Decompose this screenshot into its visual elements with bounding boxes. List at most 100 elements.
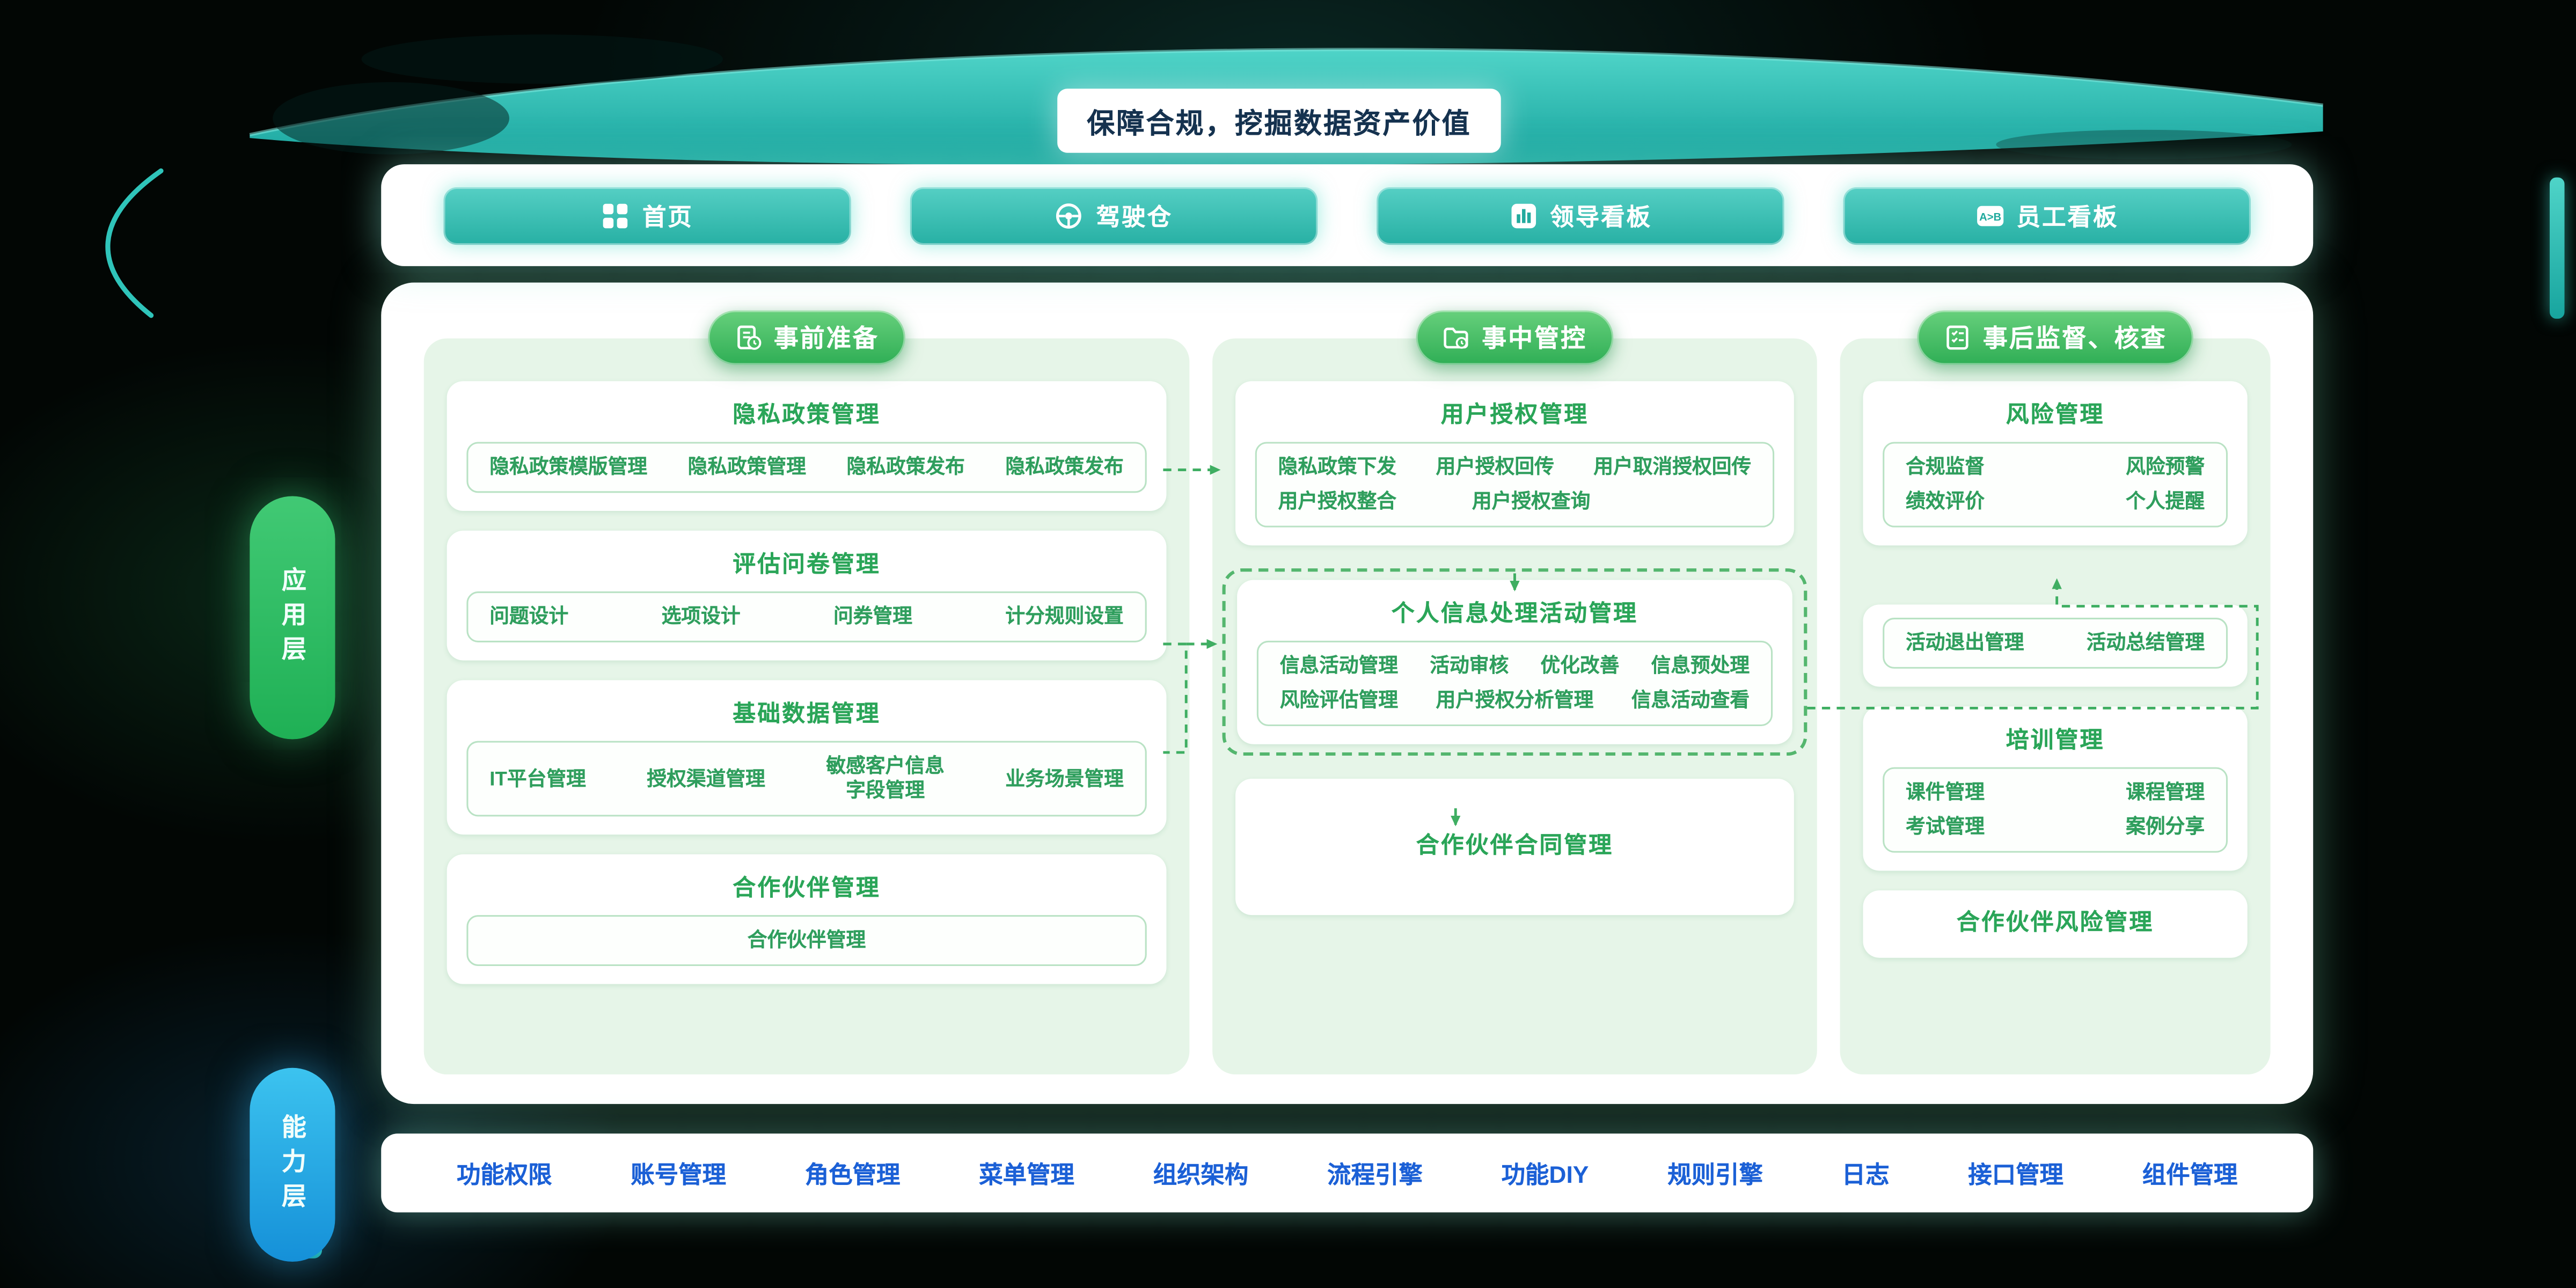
doc-clock-icon: [734, 324, 762, 352]
feature-item: 绩效评价: [1906, 489, 1985, 513]
item-row: 考试管理 案例分享: [1906, 815, 2205, 839]
card-title: 评估问卷管理: [733, 550, 881, 577]
card-title: 个人信息处理活动管理: [1391, 599, 1638, 626]
nav-button-2[interactable]: 驾驶仓: [910, 186, 1318, 244]
card: 个人信息处理活动管理信息活动管理活动审核优化改善信息预处理风险评估管理用户授权分…: [1237, 580, 1792, 744]
feature-item: 隐私政策发布: [1005, 455, 1124, 478]
feature-item: 案例分享: [2126, 815, 2205, 838]
feature-item: 活动退出管理: [1906, 631, 2024, 654]
nav-button-label: 领导看板: [1550, 204, 1652, 231]
application-layer-badge: 应用层: [250, 496, 335, 740]
feature-item: 用户取消授权回传: [1593, 455, 1752, 478]
column-header-post: 事后监督、核查: [1917, 310, 2193, 365]
feature-item: 优化改善: [1540, 654, 1620, 677]
feature-item: 合作伙伴管理: [747, 928, 866, 952]
footer-item[interactable]: 日志: [1841, 1162, 1890, 1189]
item-row: 信息活动管理活动审核优化改善信息预处理: [1280, 654, 1750, 678]
card-title: 风险管理: [2006, 400, 2105, 427]
feature-item: 信息活动查看: [1631, 688, 1750, 712]
card-title: 培训管理: [2006, 726, 2105, 753]
item-row: 问题设计 选项设计 问券管理 计分规则设置: [489, 605, 1124, 630]
steering-wheel-icon: [1055, 201, 1083, 229]
feature-item: 活动审核: [1430, 654, 1509, 677]
feature-item: 风险预警: [2126, 455, 2205, 478]
card-title: 用户授权管理: [1440, 400, 1589, 427]
item-row: 课件管理课程管理: [1906, 780, 2205, 805]
card-item-box: 活动退出管理活动总结管理: [1883, 618, 2228, 669]
card-item-box: IT平台管理授权渠道管理敏感客户信息 字段管理业务场景管理: [466, 741, 1147, 817]
ab-compare-icon: A>B: [1975, 201, 2003, 229]
footer-item[interactable]: 规则引擎: [1667, 1162, 1763, 1189]
feature-item: 个人提醒: [2126, 489, 2205, 513]
footer-item[interactable]: 角色管理: [804, 1162, 901, 1189]
footer-item[interactable]: 流程引擎: [1327, 1162, 1423, 1189]
footer-item[interactable]: 接口管理: [1968, 1162, 2063, 1189]
card: 培训管理课件管理课程管理考试管理 案例分享: [1863, 706, 2248, 871]
feature-item: 选项设计: [661, 604, 741, 628]
feature-item: 隐私政策模版管理: [489, 455, 648, 478]
capability-layer-badge: 能力层: [250, 1067, 335, 1262]
nav-button-1[interactable]: 首页: [443, 186, 851, 244]
column-header-label: 事后监督、核查: [1982, 325, 2167, 354]
checklist-icon: [1943, 324, 1971, 352]
feature-item: 合规监督: [1906, 455, 1985, 478]
card: 评估问卷管理问题设计 选项设计 问券管理 计分规则设置: [447, 530, 1167, 661]
column-header-pre: 事前准备: [708, 310, 905, 365]
column-header-during: 事中管控: [1416, 310, 1614, 365]
column-header-label: 事中管控: [1482, 325, 1587, 354]
footer-bar: 功能权限 账号管理 角色管理 菜单管理 组织架构 流程引擎 功能DIY 规则引擎 日志 接口管理 组…: [381, 1133, 2314, 1213]
card: 隐私政策管理隐私政策模版管理隐私政策管理隐私政策发布隐私政策发布: [447, 381, 1167, 511]
card: 合作伙伴管理合作伙伴管理: [447, 854, 1167, 984]
feature-item: 计分规则设置: [1005, 604, 1124, 628]
footer-item[interactable]: 功能权限: [456, 1162, 552, 1189]
card-item-box: 隐私政策下发用户授权回传用户取消授权回传用户授权整合用户授权查询: [1255, 442, 1775, 528]
feature-item: 问券管理: [833, 604, 912, 628]
feature-item: 考试管理: [1906, 815, 1985, 838]
nav-button-label: 首页: [642, 204, 693, 231]
footer-item[interactable]: 组件管理: [2142, 1162, 2238, 1189]
folder-gear-icon: [1443, 324, 1470, 352]
svg-text:A>B: A>B: [1979, 211, 2001, 223]
footer-item[interactable]: 组织架构: [1153, 1162, 1249, 1189]
feature-item: 用户授权分析管理: [1436, 688, 1594, 712]
feature-item: 课程管理: [2126, 780, 2205, 803]
grid-icon: [601, 201, 629, 229]
card-item-box: 合作伙伴管理: [466, 915, 1147, 966]
edge-bar-decoration: [2550, 177, 2565, 319]
item-row: 风险评估管理用户授权分析管理信息活动查看: [1280, 689, 1750, 713]
card-title: 隐私政策管理: [733, 400, 881, 427]
feature-item: 问题设计: [489, 604, 569, 628]
bar-chart-icon: [1509, 201, 1537, 229]
feature-item: 用户授权查询: [1472, 489, 1591, 513]
feature-item: 信息预处理: [1651, 654, 1750, 677]
footer-item[interactable]: 菜单管理: [979, 1162, 1074, 1189]
footer-item[interactable]: 功能DIY: [1501, 1162, 1589, 1189]
item-row: 用户授权整合用户授权查询: [1278, 489, 1752, 514]
feature-item: 授权渠道管理: [647, 766, 765, 789]
feature-item: IT平台管理: [489, 766, 586, 789]
item-row: IT平台管理授权渠道管理敏感客户信息 字段管理业务场景管理: [489, 754, 1124, 803]
item-row: 合作伙伴管理: [489, 928, 1124, 953]
column-post: 事后监督、核查风险管理合规监督 风险预警绩效评价 个人提醒活动退出管理活动总结管理培…: [1840, 310, 2271, 1075]
feature-item: 隐私政策管理: [687, 455, 807, 478]
capability-layer-label: 能力层: [278, 1113, 306, 1217]
item-row: 隐私政策模版管理 隐私政策管理 隐私政策发布 隐私政策发布: [489, 455, 1124, 480]
nav-button-label: 驾驶仓: [1096, 204, 1173, 231]
feature-item: 业务场景管理: [1005, 766, 1124, 789]
item-row: 绩效评价 个人提醒: [1906, 489, 2205, 514]
dashed-group: 个人信息处理活动管理信息活动管理活动审核优化改善信息预处理风险评估管理用户授权分…: [1222, 568, 1807, 756]
card-title: 合作伙伴合同管理: [1416, 831, 1614, 858]
card-title: 基础数据管理: [733, 700, 881, 727]
footer-item[interactable]: 账号管理: [631, 1162, 726, 1189]
card-item-box: 隐私政策模版管理 隐私政策管理 隐私政策发布 隐私政策发布: [466, 442, 1147, 493]
feature-item: 隐私政策发布: [846, 455, 965, 478]
nav-button-3[interactable]: 领导看板: [1377, 186, 1784, 244]
card-title: 合作伙伴管理: [733, 874, 881, 901]
card-item-box: 合规监督 风险预警绩效评价 个人提醒: [1883, 442, 2228, 528]
card: 活动退出管理活动总结管理: [1863, 604, 2248, 687]
column-pre: 事前准备隐私政策管理隐私政策模版管理隐私政策管理隐私政策发布隐私政策发布评估问卷…: [423, 310, 1190, 1075]
